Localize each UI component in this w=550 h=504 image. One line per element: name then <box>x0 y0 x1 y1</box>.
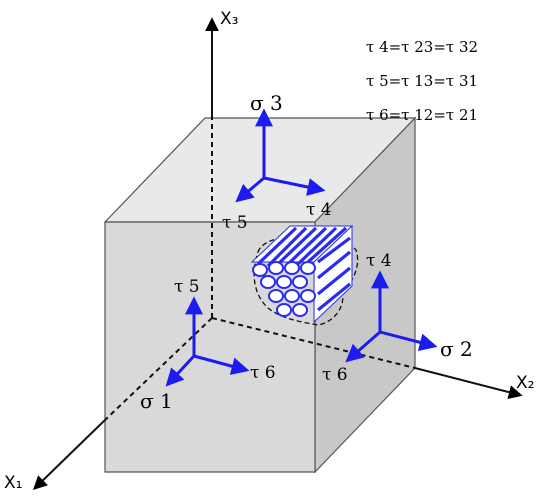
fiber-cross-sections <box>252 261 316 317</box>
equation-tau4: τ 4=τ 23=τ 32 <box>366 38 478 56</box>
fiber-bundle <box>250 224 359 326</box>
fiber-lines <box>256 226 352 312</box>
front-tau6-label: τ 6 <box>250 363 276 383</box>
equation-tau6: τ 6=τ 12=τ 21 <box>366 106 478 124</box>
top-tau4-label: τ 4 <box>306 200 332 220</box>
equation-tau5: τ 5=τ 13=τ 31 <box>366 72 478 90</box>
top-tau5-arrow <box>235 176 265 203</box>
x2-axis <box>414 367 523 399</box>
side-face-arrows <box>345 270 438 363</box>
sigma1-label: σ 1 <box>140 389 173 413</box>
x1-axis <box>32 419 106 490</box>
side-tau6-label: τ 6 <box>322 365 348 385</box>
x1-label: X₁ <box>4 473 22 493</box>
x1-axis-hidden <box>104 317 213 421</box>
sigma1-arrow <box>165 354 196 387</box>
sigma2-arrow <box>379 330 438 352</box>
fiber-block-side <box>313 224 353 324</box>
front-tau5-label: τ 5 <box>174 277 200 297</box>
sigma3-label: σ 3 <box>250 91 283 115</box>
x2-axis-hidden <box>211 317 416 369</box>
top-tau4-arrow <box>263 176 326 196</box>
side-tau4-label: τ 4 <box>366 251 392 271</box>
top-tau5-label: τ 5 <box>222 213 248 233</box>
front-face-arrows <box>165 296 250 387</box>
x3-label: X₃ <box>220 9 238 29</box>
front-tau6-arrow <box>193 354 250 375</box>
side-tau6-arrow <box>345 330 381 363</box>
top-face-arrows <box>235 108 326 203</box>
sigma2-label: σ 2 <box>440 337 473 361</box>
x2-label: X₂ <box>516 373 534 393</box>
